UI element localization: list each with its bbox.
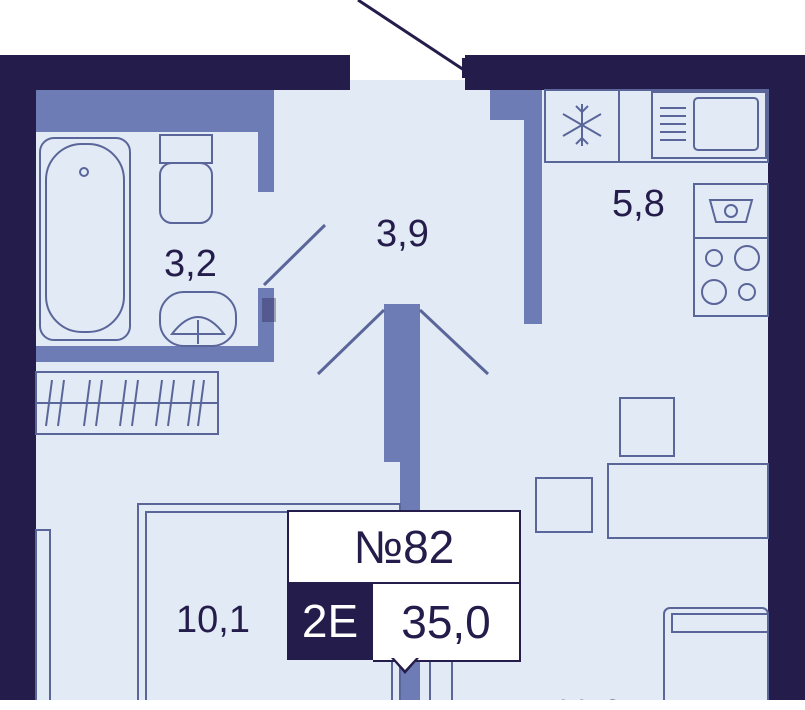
bathroom-area-label: 3,2	[164, 243, 217, 285]
toilet-bowl	[159, 162, 213, 224]
entry-door-swing	[357, 0, 465, 72]
sink-basin	[693, 97, 759, 151]
chair-top	[619, 397, 675, 457]
stove-burners	[701, 245, 760, 305]
apartment-number: №82	[287, 510, 521, 584]
sofa	[663, 607, 769, 710]
bath-wall-bottom	[36, 346, 274, 362]
sink-drainboard	[660, 107, 686, 141]
hallway-area-label: 3,9	[376, 213, 429, 255]
bath-wall-top	[36, 90, 274, 132]
toilet-tank	[159, 134, 213, 164]
bedroom-door-swing	[316, 308, 386, 376]
partition-wall	[384, 304, 420, 462]
apartment-total-area: 35,0	[373, 582, 521, 662]
washer-drum	[708, 199, 754, 223]
bath-wall-right-lower	[258, 288, 274, 354]
washing-machine-icon	[693, 183, 769, 239]
outer-wall-right	[768, 55, 805, 710]
bottom-edge	[0, 700, 805, 710]
kitchen-wall-left	[524, 90, 542, 324]
kitchen-area-label: 5,8	[612, 183, 665, 225]
bedroom-tv-stand	[35, 529, 51, 710]
entry-door-frame	[462, 58, 470, 78]
bath-wall-right-upper	[258, 90, 274, 192]
apartment-badge: №82 2E 35,0	[287, 510, 521, 674]
bath-door-swing	[262, 223, 327, 287]
dining-table	[607, 463, 769, 539]
sofa-arm	[671, 613, 769, 633]
apartment-type: 2E	[287, 582, 373, 660]
outer-wall-top-left	[0, 55, 350, 90]
washbasin-bowl	[169, 316, 227, 335]
bathtub-inner	[45, 143, 125, 333]
outer-wall-left	[0, 55, 36, 710]
bathtub	[39, 137, 131, 341]
outer-wall-top-right	[465, 55, 805, 90]
badge-pointer-fill	[393, 657, 417, 670]
snowflake-icon	[562, 104, 602, 146]
washer-door	[724, 204, 738, 218]
washbasin	[159, 291, 237, 347]
bedroom-area-label: 10,1	[176, 599, 250, 641]
wardrobe-hangers	[45, 379, 205, 427]
chair-left	[535, 477, 593, 533]
bathtub-drain	[79, 167, 89, 177]
living-door-swing	[418, 308, 490, 376]
bath-door-jamb	[262, 298, 276, 322]
